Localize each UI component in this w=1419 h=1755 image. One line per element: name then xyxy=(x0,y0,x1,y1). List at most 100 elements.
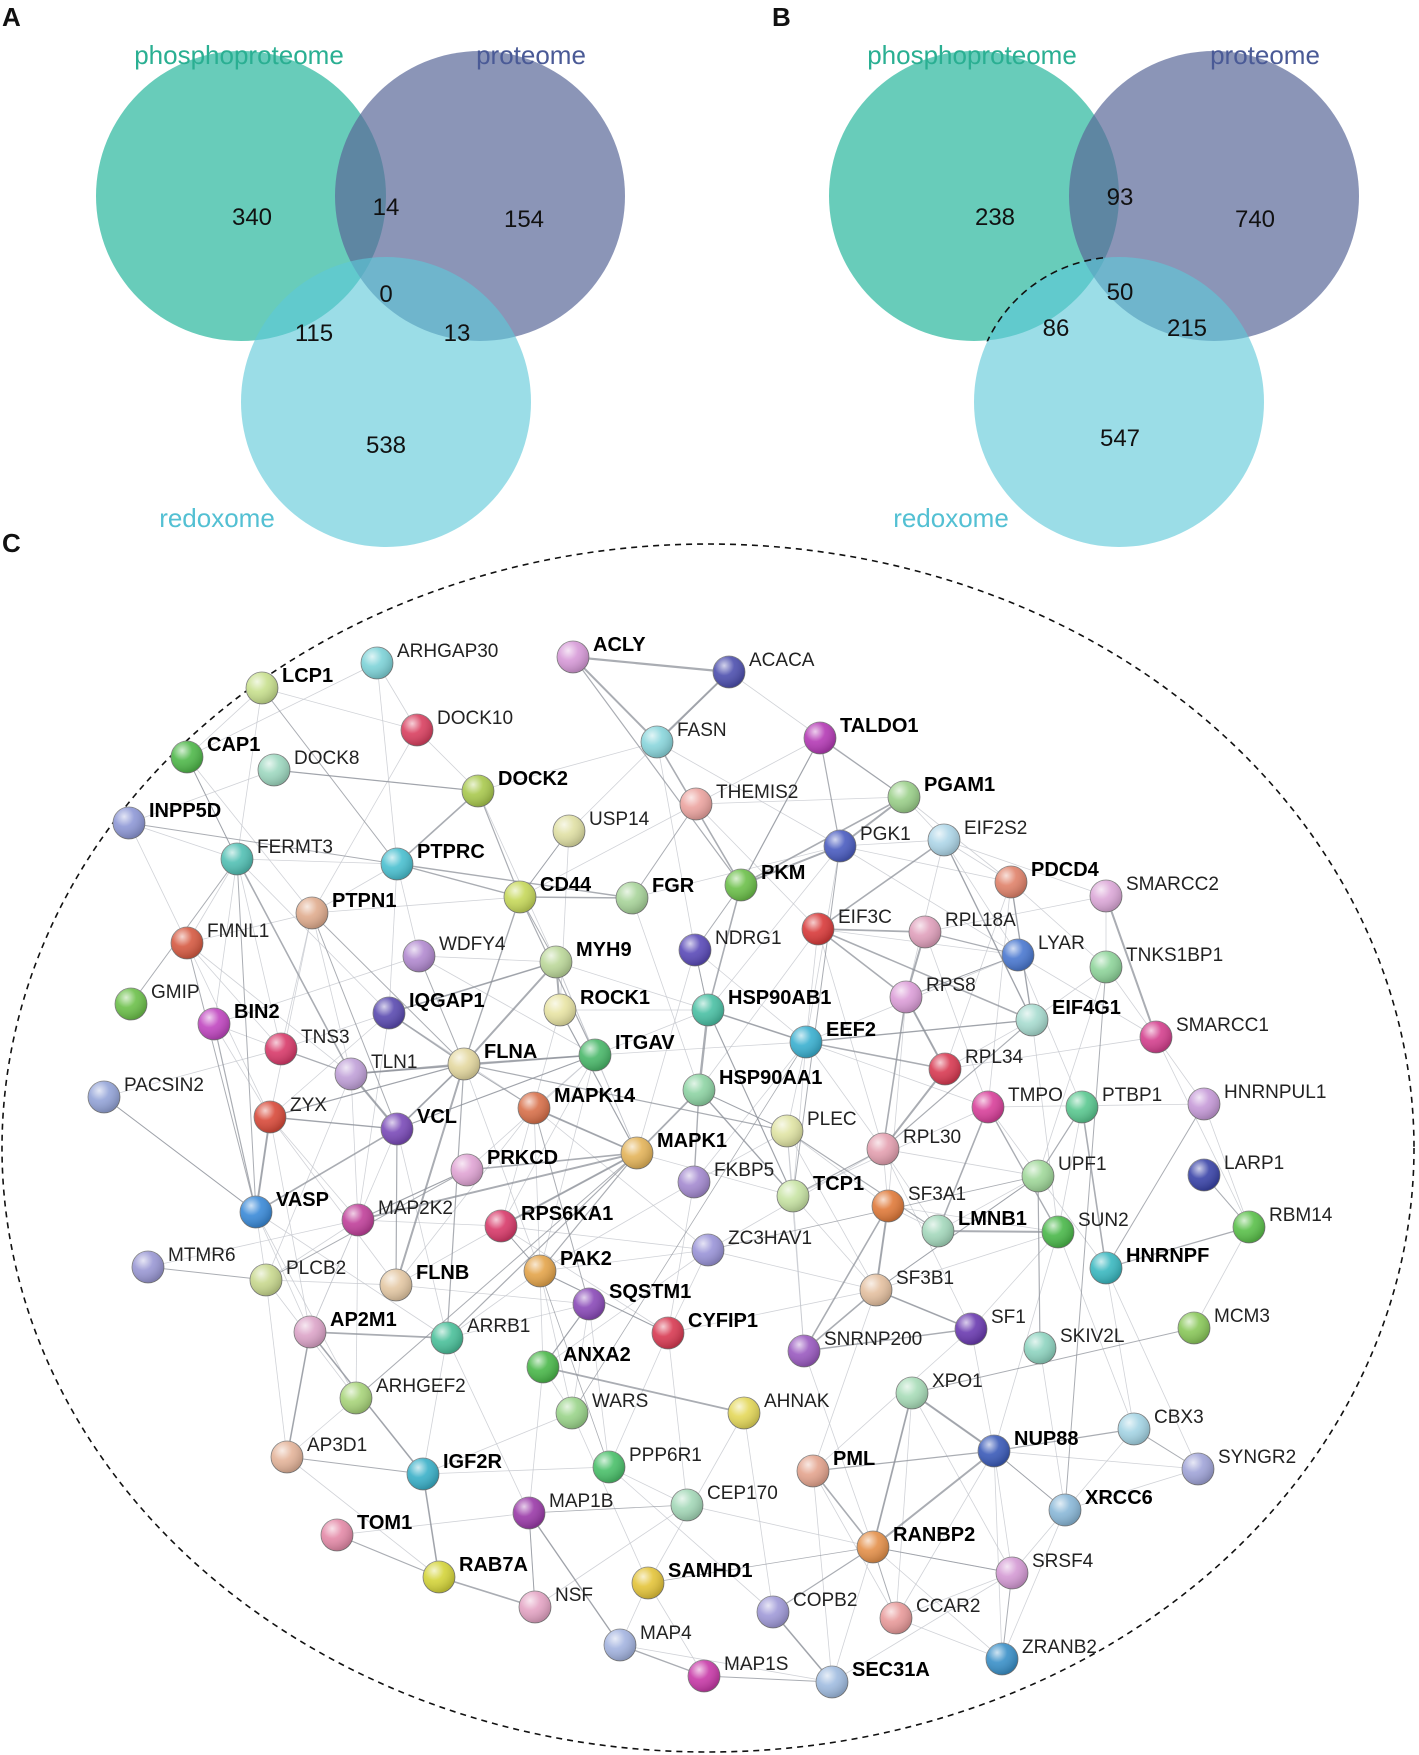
network-edge xyxy=(1081,1106,1107,1269)
network-edge xyxy=(872,1546,1013,1574)
network-node-label: RANBP2 xyxy=(893,1524,975,1546)
network-node-highlight xyxy=(246,672,278,704)
venn-a-phosphoproteome-circle xyxy=(96,51,386,341)
network-node: SEC31A xyxy=(815,1659,930,1699)
network-node-label: MYH9 xyxy=(576,939,632,961)
network-node-label: MTMR6 xyxy=(168,1245,236,1266)
network-edge-faint xyxy=(812,1470,897,1619)
network-node-label: LCP1 xyxy=(282,665,333,687)
network-edge-faint xyxy=(970,1328,995,1452)
network-node-highlight xyxy=(896,1377,928,1409)
network-node: FLNA xyxy=(447,1041,537,1081)
network-edge-faint xyxy=(269,1012,390,1118)
network-edge-faint xyxy=(571,1412,649,1584)
venn-a-count-proteome-only: 154 xyxy=(504,206,544,233)
network-edge-faint xyxy=(213,858,238,1025)
network-node-label: SEC31A xyxy=(852,1659,930,1681)
network-node-label: ZYX xyxy=(290,1095,327,1116)
network-node: WDFY4 xyxy=(402,934,506,973)
network-edge-faint xyxy=(686,1504,874,1548)
network-node: PLEC xyxy=(770,1109,857,1148)
network-node-highlight xyxy=(986,1643,1018,1675)
network-edge-faint xyxy=(539,1054,596,1272)
network-node: SNRNP200 xyxy=(787,1329,922,1368)
network-edge xyxy=(396,790,479,865)
network-node: FMNL1 xyxy=(170,921,269,960)
network-node-label: MAP2K2 xyxy=(378,1198,453,1219)
venn-b-phosphoproteome-circle xyxy=(829,51,1119,341)
network-edge-faint xyxy=(987,881,1012,1108)
network-edge-faint xyxy=(812,1289,877,1472)
network-edge xyxy=(286,1331,311,1458)
network-node: NUP88 xyxy=(977,1428,1078,1468)
network-node-highlight xyxy=(431,1322,463,1354)
network-node-label: WDFY4 xyxy=(439,934,506,955)
network-node-label: TNS3 xyxy=(301,1027,350,1048)
network-node: EEF2 xyxy=(789,1019,876,1059)
network-node-highlight xyxy=(504,881,536,913)
network-edge xyxy=(463,961,557,1065)
network-edge xyxy=(937,1230,1059,1233)
network-edge-faint xyxy=(887,1205,1059,1233)
network-edge-faint xyxy=(539,1270,573,1414)
network-edge-faint xyxy=(792,1041,807,1197)
network-node: ARHGEF2 xyxy=(339,1376,466,1415)
network-edge xyxy=(396,1054,596,1130)
network-edge-faint xyxy=(882,1148,939,1232)
network-node-highlight xyxy=(890,981,922,1013)
network-node: IGF2R xyxy=(406,1451,502,1491)
network-node: CD44 xyxy=(503,874,592,914)
network-node-highlight xyxy=(294,1316,326,1348)
network-edge-faint xyxy=(186,942,282,1050)
network-node: PLCB2 xyxy=(249,1258,346,1297)
network-node-highlight xyxy=(880,1602,912,1634)
network-edge xyxy=(396,863,521,898)
network-node-highlight xyxy=(342,1204,374,1236)
network-edge-faint xyxy=(693,1041,807,1183)
network-node: ZRANB2 xyxy=(985,1637,1097,1676)
network-edge xyxy=(395,1128,398,1286)
network-node-label: MAP1B xyxy=(549,1491,613,1512)
network-node-label: PTPN1 xyxy=(332,890,396,912)
network-edge-faint xyxy=(128,822,238,860)
network-node-highlight xyxy=(88,1081,120,1113)
network-edge-faint xyxy=(186,912,313,944)
network-edge-faint xyxy=(265,1219,359,1281)
network-node-label: INPP5D xyxy=(149,800,221,822)
network-edge-faint xyxy=(533,1107,541,1272)
network-edge-faint xyxy=(265,1279,397,1286)
network-edge xyxy=(786,1130,939,1232)
network-edge-faint xyxy=(186,756,313,914)
network-edge xyxy=(388,961,557,1014)
network-edge-faint xyxy=(213,1023,271,1118)
network-node: ZC3HAV1 xyxy=(691,1228,812,1267)
network-edge-faint xyxy=(311,912,352,1075)
network-edge-faint xyxy=(594,1041,807,1056)
network-node-label: FLNA xyxy=(484,1041,537,1063)
network-node-highlight xyxy=(381,848,413,880)
network-node-highlight xyxy=(621,1137,653,1169)
venn-a-redoxome-label: redoxome xyxy=(159,503,275,533)
network-edge-faint xyxy=(533,1107,709,1251)
network-edge xyxy=(698,1089,794,1197)
network-node: SF3A1 xyxy=(871,1184,966,1223)
network-edge-faint xyxy=(519,803,697,898)
network-edge xyxy=(269,1116,398,1130)
network-node-label: NDRG1 xyxy=(715,928,782,949)
network-edge xyxy=(528,1504,688,1514)
network-node-highlight xyxy=(403,940,435,972)
network-node: XPO1 xyxy=(895,1371,983,1410)
network-edge-faint xyxy=(236,858,398,865)
network-node-label: SF3B1 xyxy=(896,1268,954,1289)
network-node-highlight xyxy=(1066,1091,1098,1123)
network-node-label: PACSIN2 xyxy=(124,1075,204,1096)
network-node-highlight xyxy=(1042,1216,1074,1248)
network-edge-faint xyxy=(255,1211,311,1333)
network-node-label: BIN2 xyxy=(234,1001,280,1023)
network-edge xyxy=(463,896,521,1065)
network-node: BIN2 xyxy=(197,1001,280,1041)
venn-b-phosphoproteome-label: phosphoproteome xyxy=(867,40,1077,70)
network-node: CYFIP1 xyxy=(651,1310,758,1350)
network-node-label: ANXA2 xyxy=(563,1344,631,1366)
network-node: HNRNPUL1 xyxy=(1187,1082,1326,1121)
